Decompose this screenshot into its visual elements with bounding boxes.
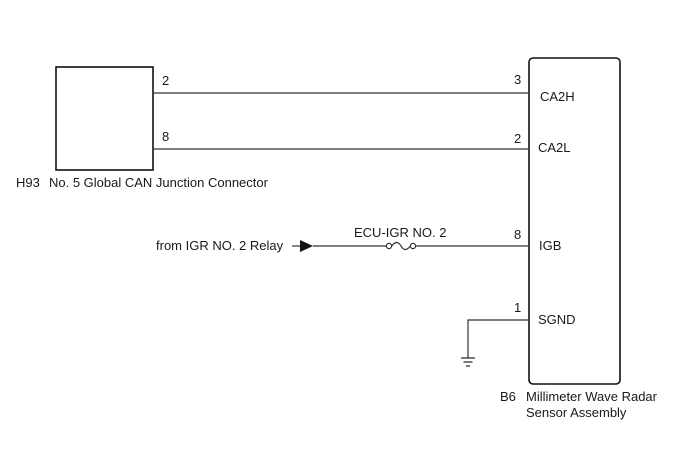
h93-pin-2: 2 — [162, 73, 169, 88]
b6-name-line2: Sensor Assembly — [526, 405, 627, 420]
h93-name: No. 5 Global CAN Junction Connector — [49, 175, 269, 190]
power-source-label: from IGR NO. 2 Relay — [156, 238, 284, 253]
h93-connector-box[interactable] — [55, 66, 154, 171]
fuse-icon[interactable] — [385, 241, 417, 251]
b6-pin-1: 1 — [514, 300, 521, 315]
ground-wire[interactable] — [467, 319, 529, 358]
b6-pin-8: 8 — [514, 227, 521, 242]
b6-name-line1: Millimeter Wave Radar — [526, 389, 658, 404]
h93-code: H93 — [16, 175, 40, 190]
ground-icon — [461, 357, 475, 367]
b6-component-box[interactable] — [528, 57, 621, 385]
b6-code: B6 — [500, 389, 516, 404]
fuse-label: ECU-IGR NO. 2 — [354, 225, 446, 240]
h93-pin-8: 8 — [162, 129, 169, 144]
arrow-right-icon — [300, 240, 313, 252]
b6-signal-sgnd: SGND — [538, 312, 576, 327]
b6-pin-3: 3 — [514, 72, 521, 87]
b6-signal-igb: IGB — [539, 238, 561, 253]
b6-signal-ca2l: CA2L — [538, 140, 571, 155]
b6-signal-ca2h: CA2H — [540, 89, 575, 104]
b6-pin-2: 2 — [514, 131, 521, 146]
